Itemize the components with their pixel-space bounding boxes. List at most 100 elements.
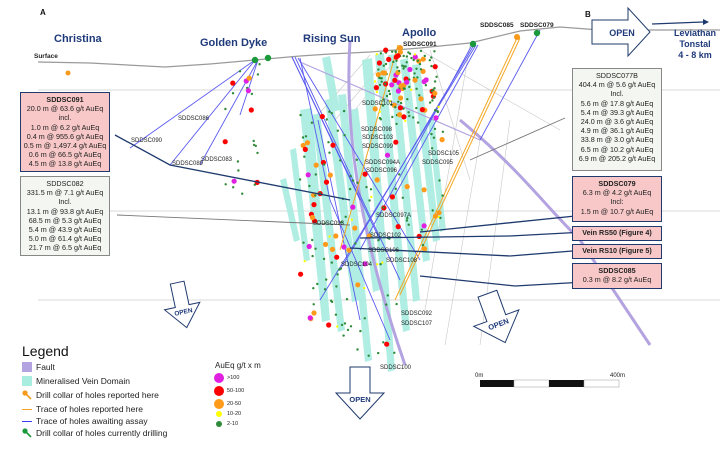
hole-label: SDDSC098	[361, 127, 393, 133]
callout-line: 5.0 m @ 61.4 g/t AuEq	[28, 234, 102, 244]
assay-dot	[238, 70, 242, 73]
assay-dot	[328, 151, 331, 154]
green-collars	[251, 29, 541, 64]
callout-vein-rs10[interactable]: Vein RS10 (Figure 5)	[572, 244, 662, 259]
assay-dot	[298, 271, 304, 277]
hole-label: SDDSC106	[368, 248, 400, 254]
assay-dot	[351, 179, 355, 182]
vein-swatch-icon	[22, 376, 32, 386]
assay-dot	[416, 121, 420, 124]
grade-legend-label: 20-50	[227, 401, 242, 407]
assay-dot	[415, 106, 418, 110]
open-arrow-down-left[interactable]: OPEN	[160, 279, 205, 331]
assay-dot	[316, 282, 319, 286]
assay-dot	[336, 129, 339, 132]
assay-dot	[380, 77, 383, 80]
assay-dot	[398, 173, 401, 176]
assay-dot	[301, 136, 305, 139]
awaiting-assay-traces	[129, 29, 541, 341]
callout-line: 20.0 m @ 63.6 g/t AuEq	[26, 104, 104, 114]
scale-start-label: 0m	[475, 373, 483, 379]
assay-dot	[439, 216, 442, 220]
assay-dot	[405, 219, 409, 222]
assay-dot	[377, 351, 380, 355]
hole-label: SDDSC105	[428, 151, 460, 157]
hole-label: SDDSC107	[401, 321, 433, 327]
assay-dot	[339, 159, 342, 162]
assay-dot	[323, 288, 327, 291]
assay-dot	[379, 263, 382, 266]
assay-dot	[300, 142, 306, 149]
assay-dot	[381, 261, 384, 264]
assay-dot	[299, 113, 302, 117]
leviathan-line3: 4 - 8 km	[678, 50, 712, 60]
assay-dot	[348, 187, 352, 191]
assay-dot	[435, 75, 438, 79]
callout-title: SDDSC079	[598, 179, 636, 188]
assay-dot	[419, 107, 425, 113]
open-arrow-down[interactable]: OPEN	[334, 366, 386, 420]
fault-trace	[347, 39, 407, 366]
assay-dot	[376, 60, 382, 66]
assay-dot	[395, 224, 401, 230]
assay-dot	[430, 64, 433, 68]
assay-dot	[382, 64, 385, 67]
assay-dot	[355, 158, 358, 161]
callout-vein-rs50[interactable]: Vein RS50 (Figure 4)	[572, 226, 662, 241]
assay-dot	[397, 100, 400, 104]
surface-label: Surface	[34, 53, 58, 60]
leviathan-line1: Leviathan	[673, 28, 716, 38]
assay-dot	[436, 110, 439, 113]
assay-dot	[397, 105, 403, 111]
legend-label: Drill collar of holes currently drilling	[36, 428, 168, 438]
assay-dot	[309, 214, 315, 221]
assay-dot	[381, 104, 385, 107]
orange-line-icon	[22, 408, 32, 410]
assay-dot	[393, 54, 399, 60]
assay-dot	[418, 96, 424, 102]
assay-dot	[415, 67, 418, 71]
callout-line: 5.4 m @ 43.9 g/t AuEq	[28, 225, 102, 235]
assay-dot	[322, 257, 326, 261]
assay-dot	[326, 322, 332, 328]
assay-dot	[420, 228, 423, 231]
assay-dot	[436, 210, 442, 216]
assay-dot	[404, 119, 407, 123]
assay-dot	[224, 107, 227, 111]
assay-dot	[382, 341, 385, 344]
assay-dot	[431, 88, 435, 92]
assay-dot	[404, 184, 410, 190]
hole-label: SDDSC092	[401, 311, 433, 317]
collar-label-sddsc091: SDDSC091	[403, 41, 437, 48]
assay-dot	[330, 261, 333, 264]
assay-dot	[433, 115, 439, 121]
assay-dot	[395, 88, 401, 94]
assay-dot	[253, 183, 256, 186]
hole-label: SDDSC089	[172, 161, 204, 167]
assay-dot	[311, 202, 317, 208]
grade-dot-icon	[216, 421, 222, 427]
assay-dot	[412, 58, 415, 62]
assay-dot	[423, 54, 426, 58]
open-arrow-east[interactable]: OPEN	[591, 6, 651, 58]
open-label-east: OPEN	[609, 28, 635, 38]
assay-dot	[338, 268, 341, 271]
assay-dot	[401, 114, 407, 120]
assay-dot	[305, 172, 311, 178]
assay-dot	[377, 239, 380, 242]
grade-legend-label: >100	[227, 375, 240, 381]
assay-dot	[430, 56, 433, 59]
assay-dot	[438, 179, 441, 182]
assay-dot	[362, 261, 368, 267]
assay-dot	[231, 92, 235, 95]
assay-dot	[378, 116, 382, 120]
callout-line: 6.3 m @ 4.2 g/t AuEq	[582, 188, 652, 198]
assay-dot	[432, 213, 439, 219]
assay-dot	[402, 87, 405, 90]
leviathan-line2: Tonstal	[679, 39, 711, 49]
assay-dot	[441, 194, 444, 197]
open-arrow-down-right[interactable]: OPEN	[465, 285, 528, 350]
assay-dot	[307, 315, 313, 321]
legend-item-blue-line: Trace of holes awaiting assay	[22, 416, 148, 426]
